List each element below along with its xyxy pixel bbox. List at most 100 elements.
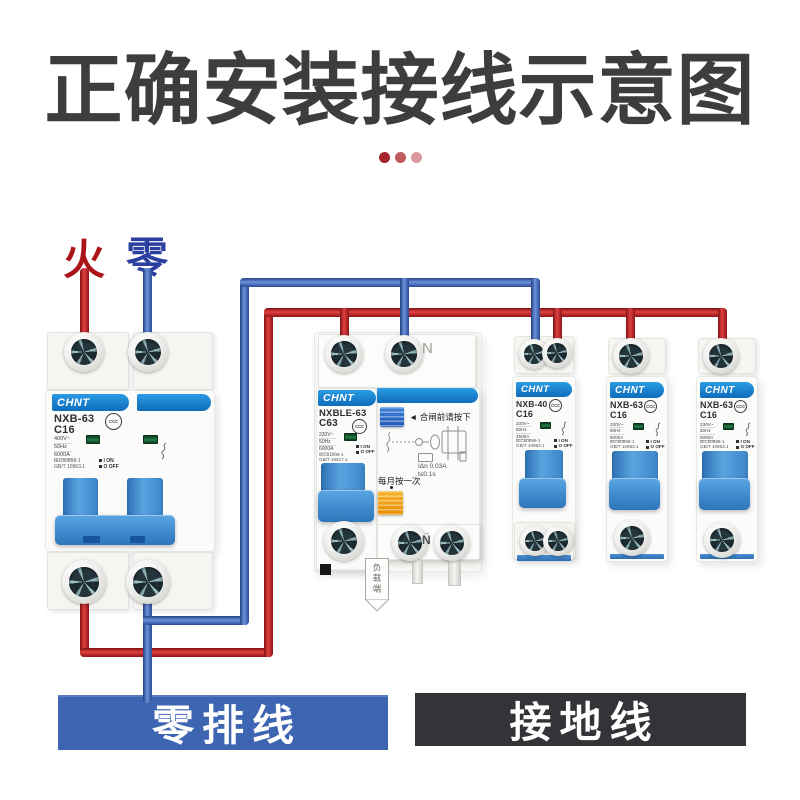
load-prong: [412, 560, 423, 584]
toggle-tie-bar[interactable]: [55, 515, 175, 545]
trip-curve-icon: [655, 422, 661, 437]
status-indicator: [344, 433, 357, 441]
terminal-screw-icon: [62, 560, 106, 604]
neutral-wire-bottom-run: [143, 616, 249, 625]
brand-band: CHNT: [516, 382, 572, 397]
terminal-screw-icon: [126, 560, 170, 604]
neutral-wire-riser: [240, 278, 249, 625]
trip-curve-icon: [745, 422, 751, 437]
spec-list: 230V~ 50Hz 6000A: [610, 422, 626, 442]
pre-close-button[interactable]: [380, 407, 404, 427]
rating-label: C16: [700, 410, 718, 420]
model-label: NXB-63: [700, 400, 734, 410]
marker-dot-icon: [390, 486, 393, 489]
terminal-screw-icon: [325, 335, 363, 373]
rcd-schematic-icon: [386, 426, 467, 462]
din-clip-strip: [610, 554, 664, 559]
status-indicator: [633, 423, 644, 430]
brand-logo: CHNT: [57, 396, 90, 409]
decor-dot-icon: [410, 152, 422, 163]
neutral-wire-top-run: [240, 278, 540, 287]
brand-logo: CHNT: [615, 384, 645, 396]
standards-text: IEC60898-1 GB/T 10963.1: [700, 439, 729, 450]
ground-wire-label: 接地线: [509, 699, 660, 746]
monthly-test-note: 每月按一次: [378, 476, 421, 486]
terminal-screw-icon: [613, 338, 649, 374]
load-prong: [448, 560, 461, 586]
spec-list: 230V~ 50Hz 4500A: [516, 421, 532, 441]
tie-bar-slot: [83, 536, 100, 543]
trip-curve-icon: [561, 421, 567, 436]
terminal-screw-icon: [543, 526, 573, 556]
test-button[interactable]: [378, 491, 403, 515]
load-side-tag: 负载端: [365, 558, 389, 600]
live-drop-breaker5: [718, 308, 727, 360]
model-label: NXB-63: [610, 400, 644, 410]
status-indicator: [86, 435, 100, 444]
decor-dot-icon: [394, 152, 406, 163]
rating-label: C16: [516, 409, 534, 419]
live-wire-riser: [264, 308, 273, 657]
neutral-terminal-label: → N: [422, 530, 431, 547]
toggle-handle[interactable]: [321, 463, 365, 495]
neutral-wire-incoming: [143, 268, 152, 362]
terminal-screw-icon: [385, 335, 423, 373]
standards-text: IEC60898-1 GB/T 10963.1: [54, 458, 86, 470]
pre-close-note: ◄ 合闸前请按下: [409, 412, 471, 422]
live-wire-bottom-run: [80, 648, 273, 657]
breaker-rcbo: N CHNT NXBLE-63 C63 CCC 230V~ 50Hz 6000A…: [314, 332, 484, 632]
terminal-screw-icon: [392, 525, 428, 561]
test-symbol-icon: [418, 453, 433, 462]
terminal-screw-icon: [324, 521, 364, 561]
toggle-handle[interactable]: [519, 478, 566, 508]
rating-label: C16: [54, 424, 75, 436]
brand-band: [137, 394, 211, 411]
terminal-screw-icon: [614, 520, 650, 556]
breaker-4: CHNT NXB-63 CCC C16 230V~ 50Hz 6000A IEC…: [606, 338, 670, 562]
neutral-drop-dpn: [531, 278, 540, 358]
decor-dots: [0, 152, 800, 163]
brand-band: [377, 388, 478, 403]
neutral-wire-to-bus: [143, 588, 152, 703]
left-arrow-icon: ◄: [409, 412, 418, 422]
on-off-marks: I ON O OFF: [554, 438, 573, 449]
toggle-handle[interactable]: [318, 490, 374, 522]
live-wire-top-run: [264, 308, 727, 317]
breaker-5: CHNT NXB-63 CCC C16 230V~ 50Hz 6000A IEC…: [696, 338, 760, 562]
toggle-handle[interactable]: [63, 478, 98, 520]
terminal-screw-icon: [434, 525, 470, 561]
din-clip: [320, 564, 331, 575]
brand-logo: CHNT: [323, 392, 355, 404]
brand-band: CHNT: [52, 394, 129, 411]
standards-text: IEC60898-1 GB/T 10963.1: [516, 438, 545, 449]
rating-label: C63: [319, 418, 338, 429]
page-title: 正确安装接线示意图: [44, 46, 756, 134]
live-drop-breaker4: [626, 308, 635, 362]
breaker-dpn: CHNT NXB-40 CCC C16 230V~ 50Hz 4500A IEC…: [512, 336, 584, 562]
brand-band: CHNT: [318, 390, 376, 406]
rating-label: C16: [610, 410, 628, 420]
terminal-screw-icon: [542, 338, 572, 368]
ccc-mark-icon: CCC: [734, 400, 747, 413]
status-indicator: [540, 422, 551, 429]
incoming-n-label: N: [422, 340, 433, 357]
trip-curve-icon: [161, 442, 167, 460]
toggle-handle[interactable]: [609, 478, 660, 510]
neutral-bus-bar: 零排线: [58, 695, 388, 750]
model-label: NXB-40: [516, 399, 548, 409]
toggle-handle[interactable]: [702, 451, 748, 483]
neutral-bus-label: 零排线: [151, 702, 302, 749]
breaker-main-2p: CHNT NXB-63 CCC C16 400V~ 50Hz 6000A IEC…: [45, 330, 215, 615]
model-label: NXBLE-63: [319, 408, 367, 419]
on-off-marks: I ON O OFF: [646, 439, 665, 450]
spec-list: 400V~ 50Hz 6000A: [54, 436, 73, 460]
toggle-handle[interactable]: [127, 478, 163, 520]
on-off-marks: I ON O OFF: [99, 458, 119, 470]
spec-list: 230V~ 50Hz 6000A: [319, 432, 336, 453]
brand-band: CHNT: [700, 382, 754, 398]
terminal-screw-icon: [703, 338, 739, 374]
toggle-handle[interactable]: [699, 478, 750, 510]
ground-wire-bar: 接地线: [415, 693, 746, 746]
toggle-handle[interactable]: [612, 451, 658, 483]
